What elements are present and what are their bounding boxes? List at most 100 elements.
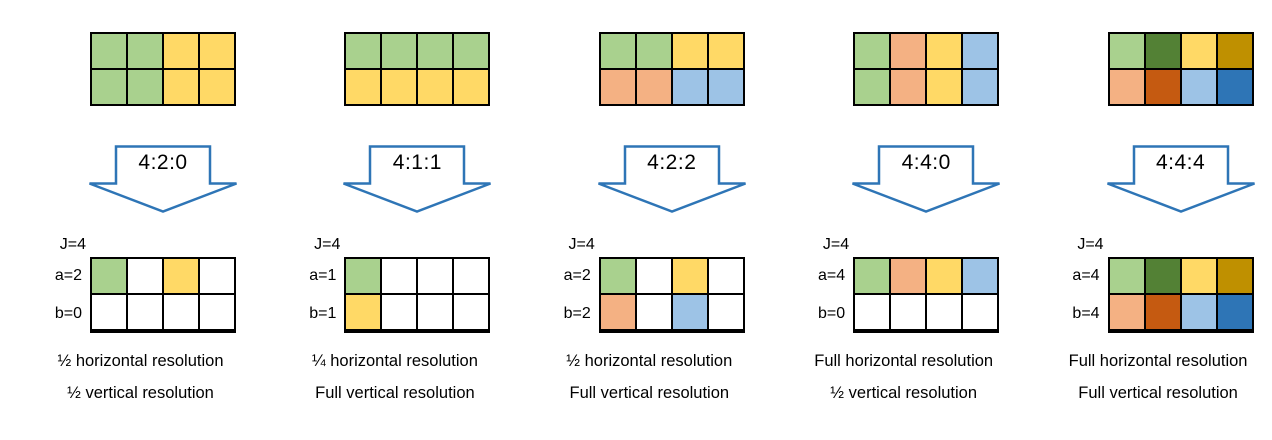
subsampling-arrow: 4:4:4 — [1106, 145, 1256, 213]
grid-cell — [891, 34, 926, 68]
grid-cell — [200, 34, 234, 68]
subsampling-column-411: 4:1:1 J=4 a=1 b=1 ¼ horizontal resolutio… — [254, 0, 508, 440]
grid-cell — [1109, 259, 1144, 293]
grid-cell — [92, 295, 126, 329]
grid-cell — [128, 295, 162, 329]
b-label: b=1 — [309, 305, 337, 322]
grid-cell — [672, 259, 707, 293]
grid-cell — [855, 259, 890, 293]
grid-cell — [92, 34, 126, 68]
grid-cell — [1109, 34, 1144, 68]
grid-cell — [891, 259, 926, 293]
vertical-resolution-text: ½ vertical resolution — [67, 384, 214, 402]
sampled-pixel-grid — [344, 257, 491, 333]
grid-cell — [164, 70, 198, 104]
grid-cell — [1181, 70, 1216, 104]
j-label: J=4 — [314, 236, 341, 253]
grid-cell — [1145, 70, 1180, 104]
grid-cell — [418, 295, 453, 329]
horizontal-resolution-text: ½ horizontal resolution — [566, 352, 733, 370]
source-pixel-grid — [598, 32, 745, 106]
grid-cell — [92, 70, 126, 104]
a-label: a=2 — [563, 267, 591, 284]
grid-cell — [454, 34, 489, 68]
grid-cell — [855, 295, 890, 329]
grid-cell — [963, 295, 998, 329]
grid-cell — [454, 70, 489, 104]
subsampling-column-422: 4:2:2 J=4 a=2 b=2 ½ horizontal resolutio… — [509, 0, 763, 440]
sampled-block: a=1 b=1 — [299, 257, 491, 333]
grid-cell — [708, 295, 743, 329]
grid-cell — [600, 295, 635, 329]
sampled-pixel-grid — [1107, 257, 1254, 333]
grid-cell — [600, 34, 635, 68]
grid-cell — [164, 295, 198, 329]
grid-cell — [1181, 34, 1216, 68]
grid-cell — [128, 70, 162, 104]
down-arrow-icon — [597, 145, 746, 213]
grid-cell — [855, 70, 890, 104]
horizontal-resolution-text: Full horizontal resolution — [1068, 352, 1248, 370]
subsampling-arrow: 4:2:0 — [88, 145, 238, 213]
a-label: a=4 — [1072, 267, 1100, 284]
grid-cell — [128, 259, 162, 293]
grid-cell — [1181, 259, 1216, 293]
grid-cell — [454, 259, 489, 293]
grid-cell — [636, 70, 671, 104]
ratio-label: 4:2:0 — [138, 151, 188, 174]
grid-cell — [200, 70, 234, 104]
grid-cell — [672, 295, 707, 329]
grid-cell — [855, 34, 890, 68]
ratio-label: 4:4:0 — [901, 151, 951, 174]
j-label: J=4 — [59, 236, 86, 253]
b-label: b=4 — [1072, 305, 1100, 322]
grid-cell — [1145, 259, 1180, 293]
sampled-pixel-grid — [598, 257, 745, 333]
grid-cell — [636, 34, 671, 68]
source-pixel-grid — [853, 32, 1000, 106]
sampled-block: a=2 b=2 — [554, 257, 745, 333]
down-arrow-icon — [89, 145, 237, 213]
vertical-resolution-text: ½ vertical resolution — [830, 384, 978, 402]
horizontal-resolution-text: ½ horizontal resolution — [57, 352, 224, 370]
horizontal-resolution-text: Full horizontal resolution — [814, 352, 994, 370]
grid-cell — [382, 295, 417, 329]
horizontal-resolution-text: ¼ horizontal resolution — [311, 352, 478, 370]
grid-cell — [927, 34, 962, 68]
ratio-label: 4:1:1 — [392, 151, 442, 174]
a-label: a=2 — [54, 267, 82, 284]
grid-cell — [927, 70, 962, 104]
grid-cell — [963, 259, 998, 293]
grid-cell — [600, 70, 635, 104]
subsampling-column-440: 4:4:0 J=4 a=4 b=0 Full horizontal resolu… — [763, 0, 1017, 440]
source-pixel-grid — [90, 32, 236, 106]
grid-cell — [672, 34, 707, 68]
grid-cell — [418, 34, 453, 68]
j-label: J=4 — [568, 236, 595, 253]
down-arrow-icon — [343, 145, 492, 213]
grid-cell — [200, 259, 234, 293]
grid-cell — [1145, 34, 1180, 68]
source-pixel-grid — [344, 32, 491, 106]
vertical-resolution-text: Full vertical resolution — [315, 384, 475, 402]
a-label: a=4 — [818, 267, 846, 284]
grid-cell — [963, 70, 998, 104]
grid-cell — [454, 295, 489, 329]
grid-cell — [1109, 295, 1144, 329]
grid-cell — [382, 259, 417, 293]
a-label: a=1 — [309, 267, 337, 284]
grid-cell — [708, 34, 743, 68]
sampled-block: a=4 b=4 — [1063, 257, 1254, 333]
subsampling-arrow: 4:2:2 — [597, 145, 747, 213]
grid-cell — [1217, 70, 1252, 104]
vertical-resolution-text: Full vertical resolution — [1078, 384, 1238, 402]
down-arrow-icon — [1106, 145, 1255, 213]
subsampling-arrow: 4:1:1 — [342, 145, 492, 213]
grid-cell — [346, 34, 381, 68]
grid-cell — [92, 259, 126, 293]
subsampling-arrow: 4:4:0 — [851, 145, 1001, 213]
grid-cell — [382, 34, 417, 68]
grid-cell — [164, 34, 198, 68]
grid-cell — [636, 295, 671, 329]
